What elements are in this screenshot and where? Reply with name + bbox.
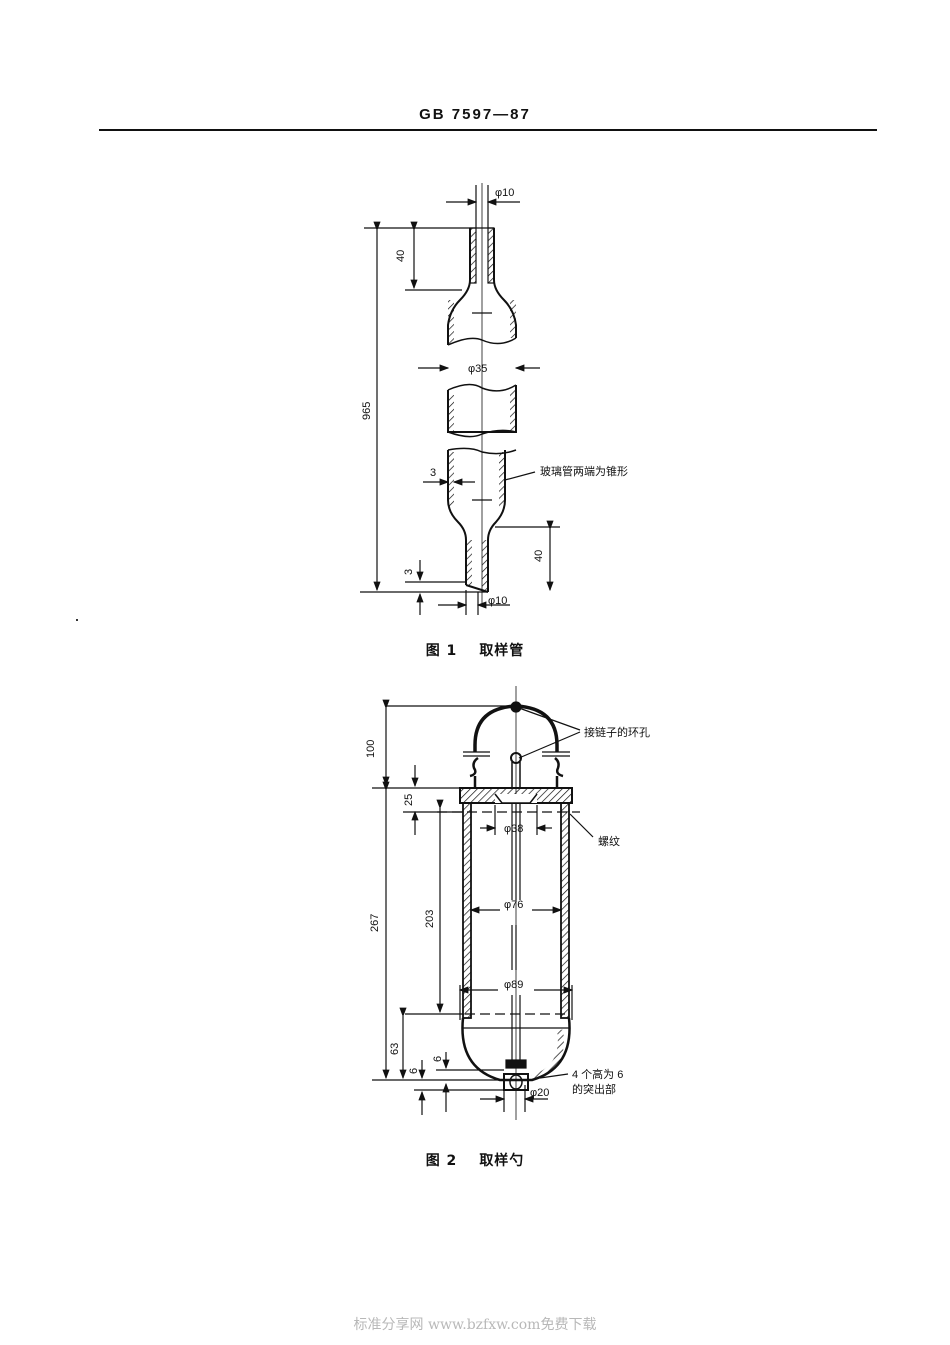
dim-bevel-height: 3: [403, 569, 415, 575]
dim-top-length: 40: [395, 250, 407, 262]
annotation-protrusions-line1: 4 个高为 6: [572, 1067, 623, 1081]
figure-1-sampling-tube-drawing: φ10 40 965 φ35 3 玻璃管两端为锥形 40 3 φ10: [360, 183, 628, 615]
dim-lid-thickness: 25: [403, 794, 415, 806]
dim-handle-height: 100: [365, 740, 377, 758]
figure-2-caption: 图 2 取样勺: [0, 1150, 950, 1170]
figure-2-sampling-scoop-drawing: 100 25 267 203 63 6 6 φ38 φ76 φ89 φ20 接链…: [365, 686, 650, 1120]
dim-bottom-length: 40: [533, 550, 545, 562]
figure-1-title: 取样管: [479, 643, 525, 659]
standard-code-header: GB 7597—87: [419, 106, 531, 123]
dim-wall-thickness: 3: [430, 467, 436, 479]
dim-total-length: 965: [361, 402, 373, 420]
watermark-footer: 标准分享网 www.bzfxw.com免费下载: [353, 1317, 597, 1333]
dim-total-height: 267: [369, 914, 381, 932]
header-divider: [99, 129, 877, 131]
annotation-thread: 螺纹: [598, 834, 620, 848]
figure-1-caption: 图 1 取样管: [0, 640, 950, 660]
dim-inner-diameter: φ76: [504, 899, 523, 911]
annotation-chain-ring-hole: 接链子的环孔: [584, 725, 650, 739]
dim-body-diameter: φ35: [468, 363, 487, 375]
dim-lid-hole-diameter: φ38: [504, 823, 523, 835]
dim-top-diameter: φ10: [495, 187, 514, 199]
dim-outer-diameter: φ89: [504, 979, 523, 991]
figure-2-title: 取样勺: [479, 1153, 525, 1169]
scan-speck: [76, 619, 78, 621]
dim-cylinder-height: 203: [424, 910, 436, 928]
dim-protrusion-a: 6: [408, 1068, 420, 1074]
figure-1-label: 图 1: [425, 643, 458, 659]
dim-bottom-diameter: φ10: [488, 595, 507, 607]
dim-protrusion-b: 6: [432, 1056, 444, 1062]
figure-2-label: 图 2: [425, 1153, 458, 1169]
annotation-tapered-ends: 玻璃管两端为锥形: [540, 464, 628, 478]
dim-bottom-hole-diameter: φ20: [530, 1087, 549, 1099]
dim-bottom-height: 63: [389, 1043, 401, 1055]
annotation-protrusions-line2: 的突出部: [572, 1082, 616, 1096]
